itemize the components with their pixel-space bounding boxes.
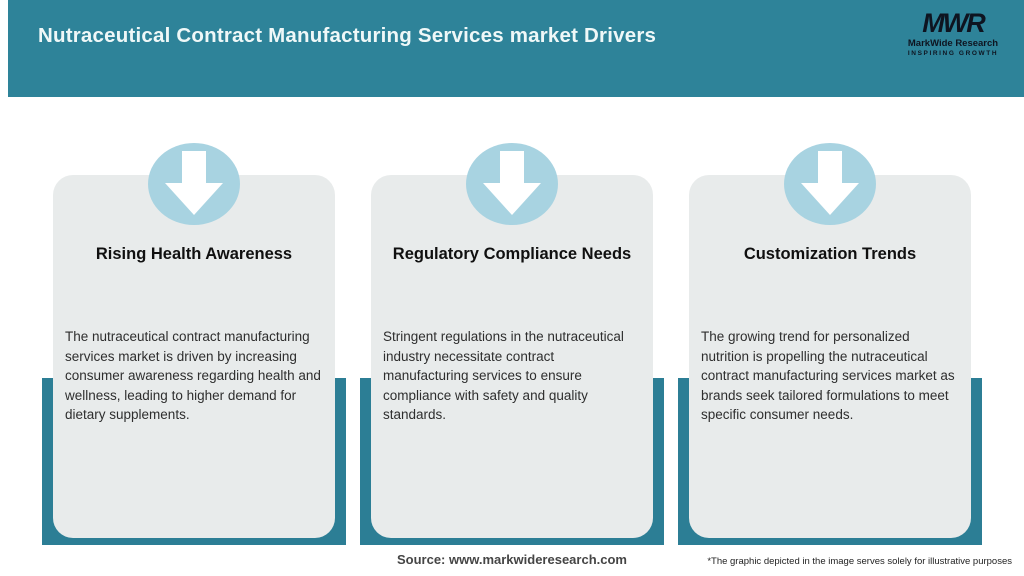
driver-card: Rising Health Awareness The nutraceutica… — [53, 175, 335, 538]
card-body: The growing trend for personalized nutri… — [701, 329, 955, 422]
driver-card: Customization Trends The growing trend f… — [689, 175, 971, 538]
page-title: Nutraceutical Contract Manufacturing Ser… — [38, 24, 657, 47]
card-body: The nutraceutical contract manufacturing… — [65, 329, 321, 422]
card-title: Regulatory Compliance Needs — [392, 245, 632, 263]
logo-tagline: INSPIRING GROWTH — [907, 50, 999, 57]
driver-card-group-2: Regulatory Compliance Needs Stringent re… — [360, 143, 664, 545]
down-arrow-icon — [148, 143, 240, 225]
card-body: Stringent regulations in the nutraceutic… — [383, 329, 624, 422]
source-text: Source: www.markwideresearch.com — [396, 552, 627, 567]
disclaimer-text: *The graphic depicted in the image serve… — [707, 556, 1012, 567]
logo-company-name: MarkWide Research — [907, 38, 999, 49]
header-bar: Nutraceutical Contract Manufacturing Ser… — [8, 0, 1024, 97]
mwr-monogram-icon: MWR — [922, 8, 985, 38]
driver-card-group-3: Customization Trends The growing trend f… — [678, 143, 982, 545]
card-title: Rising Health Awareness — [95, 245, 293, 263]
driver-card-group-1: Rising Health Awareness The nutraceutica… — [42, 143, 346, 545]
markwide-logo: MWR MarkWide Research INSPIRING GROWTH — [898, 8, 1008, 58]
card-title: Customization Trends — [743, 245, 917, 263]
driver-card: Regulatory Compliance Needs Stringent re… — [371, 175, 653, 538]
down-arrow-icon — [466, 143, 558, 225]
down-arrow-icon — [784, 143, 876, 225]
